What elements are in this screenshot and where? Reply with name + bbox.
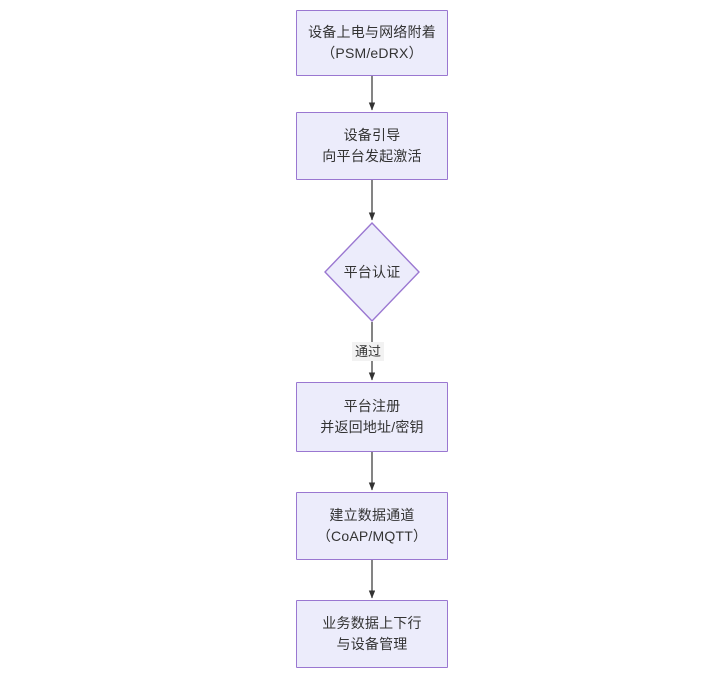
node-power-on[interactable]: 设备上电与网络附着 （PSM/eDRX）	[296, 10, 448, 76]
node-business-data-line-2: 与设备管理	[336, 636, 408, 652]
node-data-channel-line-1: 建立数据通道	[329, 507, 415, 523]
node-data-channel-line-2: （CoAP/MQTT）	[316, 528, 428, 544]
node-bootstrap[interactable]: 设备引导 向平台发起激活	[296, 112, 448, 180]
node-platform-auth-label: 平台认证	[343, 263, 401, 280]
node-platform-register-line-2: 并返回地址/密钥	[320, 419, 424, 435]
node-power-on-line-1: 设备上电与网络附着	[308, 24, 436, 40]
node-power-on-line-2: （PSM/eDRX）	[321, 45, 423, 61]
node-platform-register[interactable]: 平台注册 并返回地址/密钥	[296, 382, 448, 452]
node-platform-auth[interactable]: 平台认证	[324, 222, 420, 322]
node-platform-register-line-1: 平台注册	[343, 398, 401, 414]
node-business-data[interactable]: 业务数据上下行 与设备管理	[296, 600, 448, 668]
node-bootstrap-line-1: 设备引导	[343, 127, 401, 143]
node-business-data-line-1: 业务数据上下行	[322, 615, 422, 631]
edge-label-pass: 通过	[352, 342, 385, 361]
node-bootstrap-line-2: 向平台发起激活	[322, 148, 422, 164]
diamond-shape	[324, 222, 420, 322]
node-data-channel[interactable]: 建立数据通道 （CoAP/MQTT）	[296, 492, 448, 560]
